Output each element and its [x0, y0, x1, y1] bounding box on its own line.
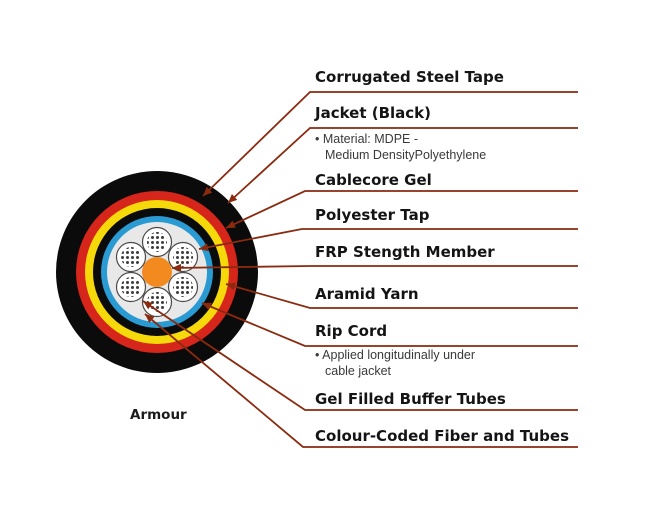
note-jacket-material: • Material: MDPE - [315, 132, 418, 146]
frp-strength-member [142, 257, 172, 287]
leader-lines [142, 91, 578, 448]
leader-arrowhead [202, 302, 212, 311]
cable-cross-section [56, 171, 258, 373]
label-frp-strength-member: FRP Stength Member [315, 243, 495, 261]
fiber-bundle [147, 292, 167, 312]
leader-line [171, 265, 578, 269]
label-gel-filled-buffer-tubes: Gel Filled Buffer Tubes [315, 390, 506, 408]
fiber-bundle [147, 232, 167, 252]
label-colour-coded-fiber-tubes: Colour-Coded Fiber and Tubes [315, 427, 569, 445]
label-polyester-tap: Polyester Tap [315, 206, 430, 224]
label-aramid-yarn: Aramid Yarn [315, 285, 419, 303]
fiber-bundle [121, 277, 141, 297]
leader-arrowhead [172, 263, 182, 272]
leader-line [201, 302, 578, 347]
leader-arrowhead [226, 220, 236, 228]
note-rip-cord: • Applied longitudinally under [315, 348, 475, 362]
leader-line [225, 190, 578, 229]
leader-arrowhead [145, 314, 155, 323]
leader-arrowhead [226, 282, 236, 291]
leader-line [225, 283, 578, 309]
buffer-tubes-group [115, 226, 199, 318]
label-corrugated-steel-tape: Corrugated Steel Tape [315, 68, 504, 86]
note-jacket-material-line-2: Medium DensityPolyethylene [325, 148, 486, 162]
armour-caption: Armour [130, 407, 187, 423]
fiber-bundle [173, 277, 193, 297]
label-rip-cord: Rip Cord [315, 322, 387, 340]
leader-arrowhead [143, 301, 153, 310]
fiber-bundle [121, 247, 141, 267]
label-jacket-black: Jacket (Black) [314, 104, 431, 122]
leader-arrowhead [203, 186, 213, 196]
leader-line [144, 313, 578, 448]
leader-line [202, 91, 578, 197]
fiber-bundle [173, 247, 193, 267]
leader-arrowhead [199, 243, 209, 252]
leader-line [227, 127, 578, 204]
label-cablecore-gel: Cablecore Gel [315, 171, 432, 189]
note-rip-cord-line-2: cable jacket [325, 364, 392, 378]
leader-arrowhead [228, 194, 238, 203]
leader-line [142, 300, 578, 411]
leader-line [198, 228, 578, 250]
